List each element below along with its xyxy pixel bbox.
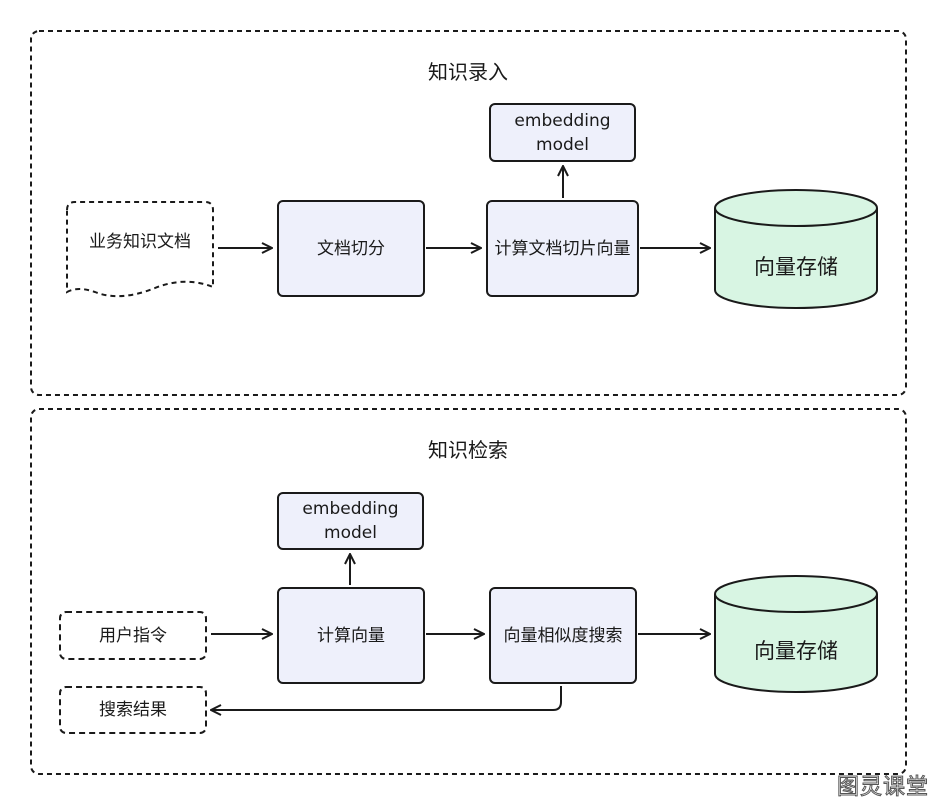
ingest-embedding-model-line2: model bbox=[536, 134, 589, 155]
ingest-compute-box: 计算文档切片向量 bbox=[486, 200, 639, 297]
ingest-embedding-model-line1: embedding bbox=[514, 110, 611, 131]
retrieve-store-cylinder bbox=[714, 575, 878, 693]
retrieve-store-label: 向量存储 bbox=[754, 639, 838, 663]
retrieve-panel-border bbox=[30, 408, 907, 775]
results-box: 搜索结果 bbox=[59, 686, 207, 734]
user-query-label: 用户指令 bbox=[99, 625, 167, 646]
results-label: 搜索结果 bbox=[99, 700, 167, 720]
arrow-search-to-results bbox=[211, 686, 562, 710]
split-label: 文档切分 bbox=[317, 238, 385, 259]
retrieve-compute-label: 计算向量 bbox=[317, 625, 385, 646]
retrieve-embedding-model-line2: model bbox=[324, 523, 377, 543]
retrieve-embedding-model-box: embedding model bbox=[277, 492, 424, 550]
ingest-panel-border bbox=[30, 30, 907, 396]
source-doc-label: 业务知识文档 bbox=[89, 232, 191, 252]
split-box: 文档切分 bbox=[277, 200, 425, 297]
ingest-store-label: 向量存储 bbox=[754, 255, 838, 279]
watermark: 图灵课堂 bbox=[836, 775, 929, 801]
similarity-search-label: 向量相似度搜索 bbox=[503, 625, 623, 646]
ingest-embedding-model-box: embedding model bbox=[489, 103, 636, 162]
retrieve-compute-box: 计算向量 bbox=[277, 587, 425, 684]
ingest-store-cylinder bbox=[714, 189, 878, 309]
user-query-box: 用户指令 bbox=[59, 611, 207, 660]
retrieve-panel-title: 知识检索 bbox=[428, 438, 508, 462]
source-doc-shape bbox=[66, 201, 214, 298]
retrieve-embedding-model-line1: embedding bbox=[302, 499, 399, 519]
ingest-compute-label: 计算文档切片向量 bbox=[494, 238, 631, 259]
similarity-search-box: 向量相似度搜索 bbox=[489, 587, 637, 684]
ingest-panel-title: 知识录入 bbox=[428, 60, 508, 84]
